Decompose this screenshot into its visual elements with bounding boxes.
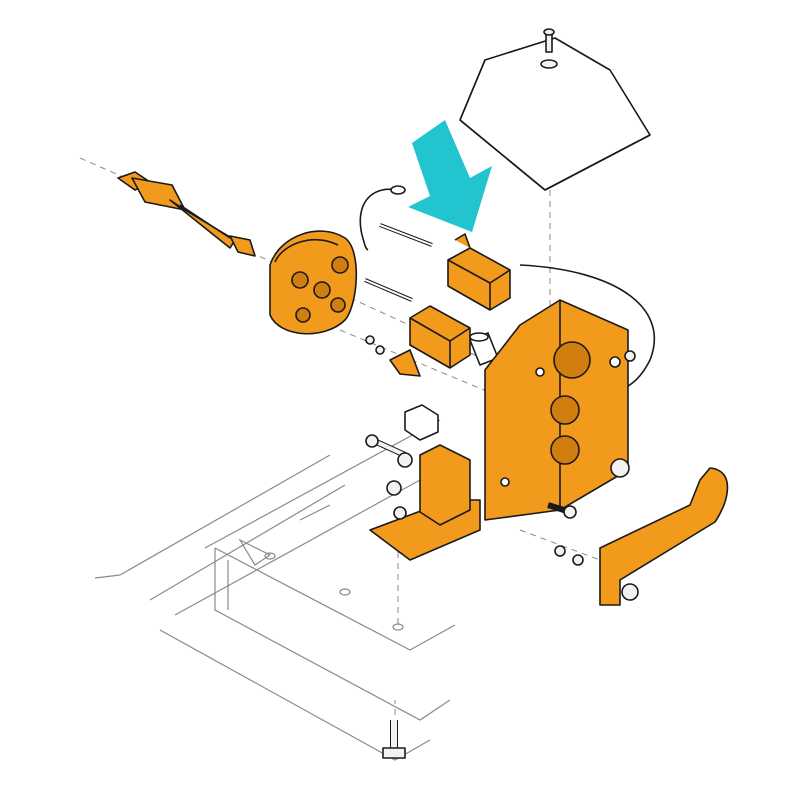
- lower-switch: [389, 305, 471, 377]
- long-screws: [364, 223, 433, 302]
- shaft: [117, 171, 256, 257]
- down-arrow-icon: [408, 120, 492, 232]
- upper-switch: [447, 233, 511, 311]
- wire-leads: [359, 185, 656, 391]
- fasteners: [365, 335, 639, 759]
- cover: [459, 37, 651, 191]
- cover-screw: [540, 28, 558, 69]
- spacer: [469, 332, 499, 366]
- cam-disc: [269, 230, 358, 335]
- mounting-bracket: [484, 299, 629, 521]
- side-bracket: [599, 467, 729, 606]
- chassis-frame: [94, 419, 471, 761]
- bottom-plate: [369, 444, 481, 561]
